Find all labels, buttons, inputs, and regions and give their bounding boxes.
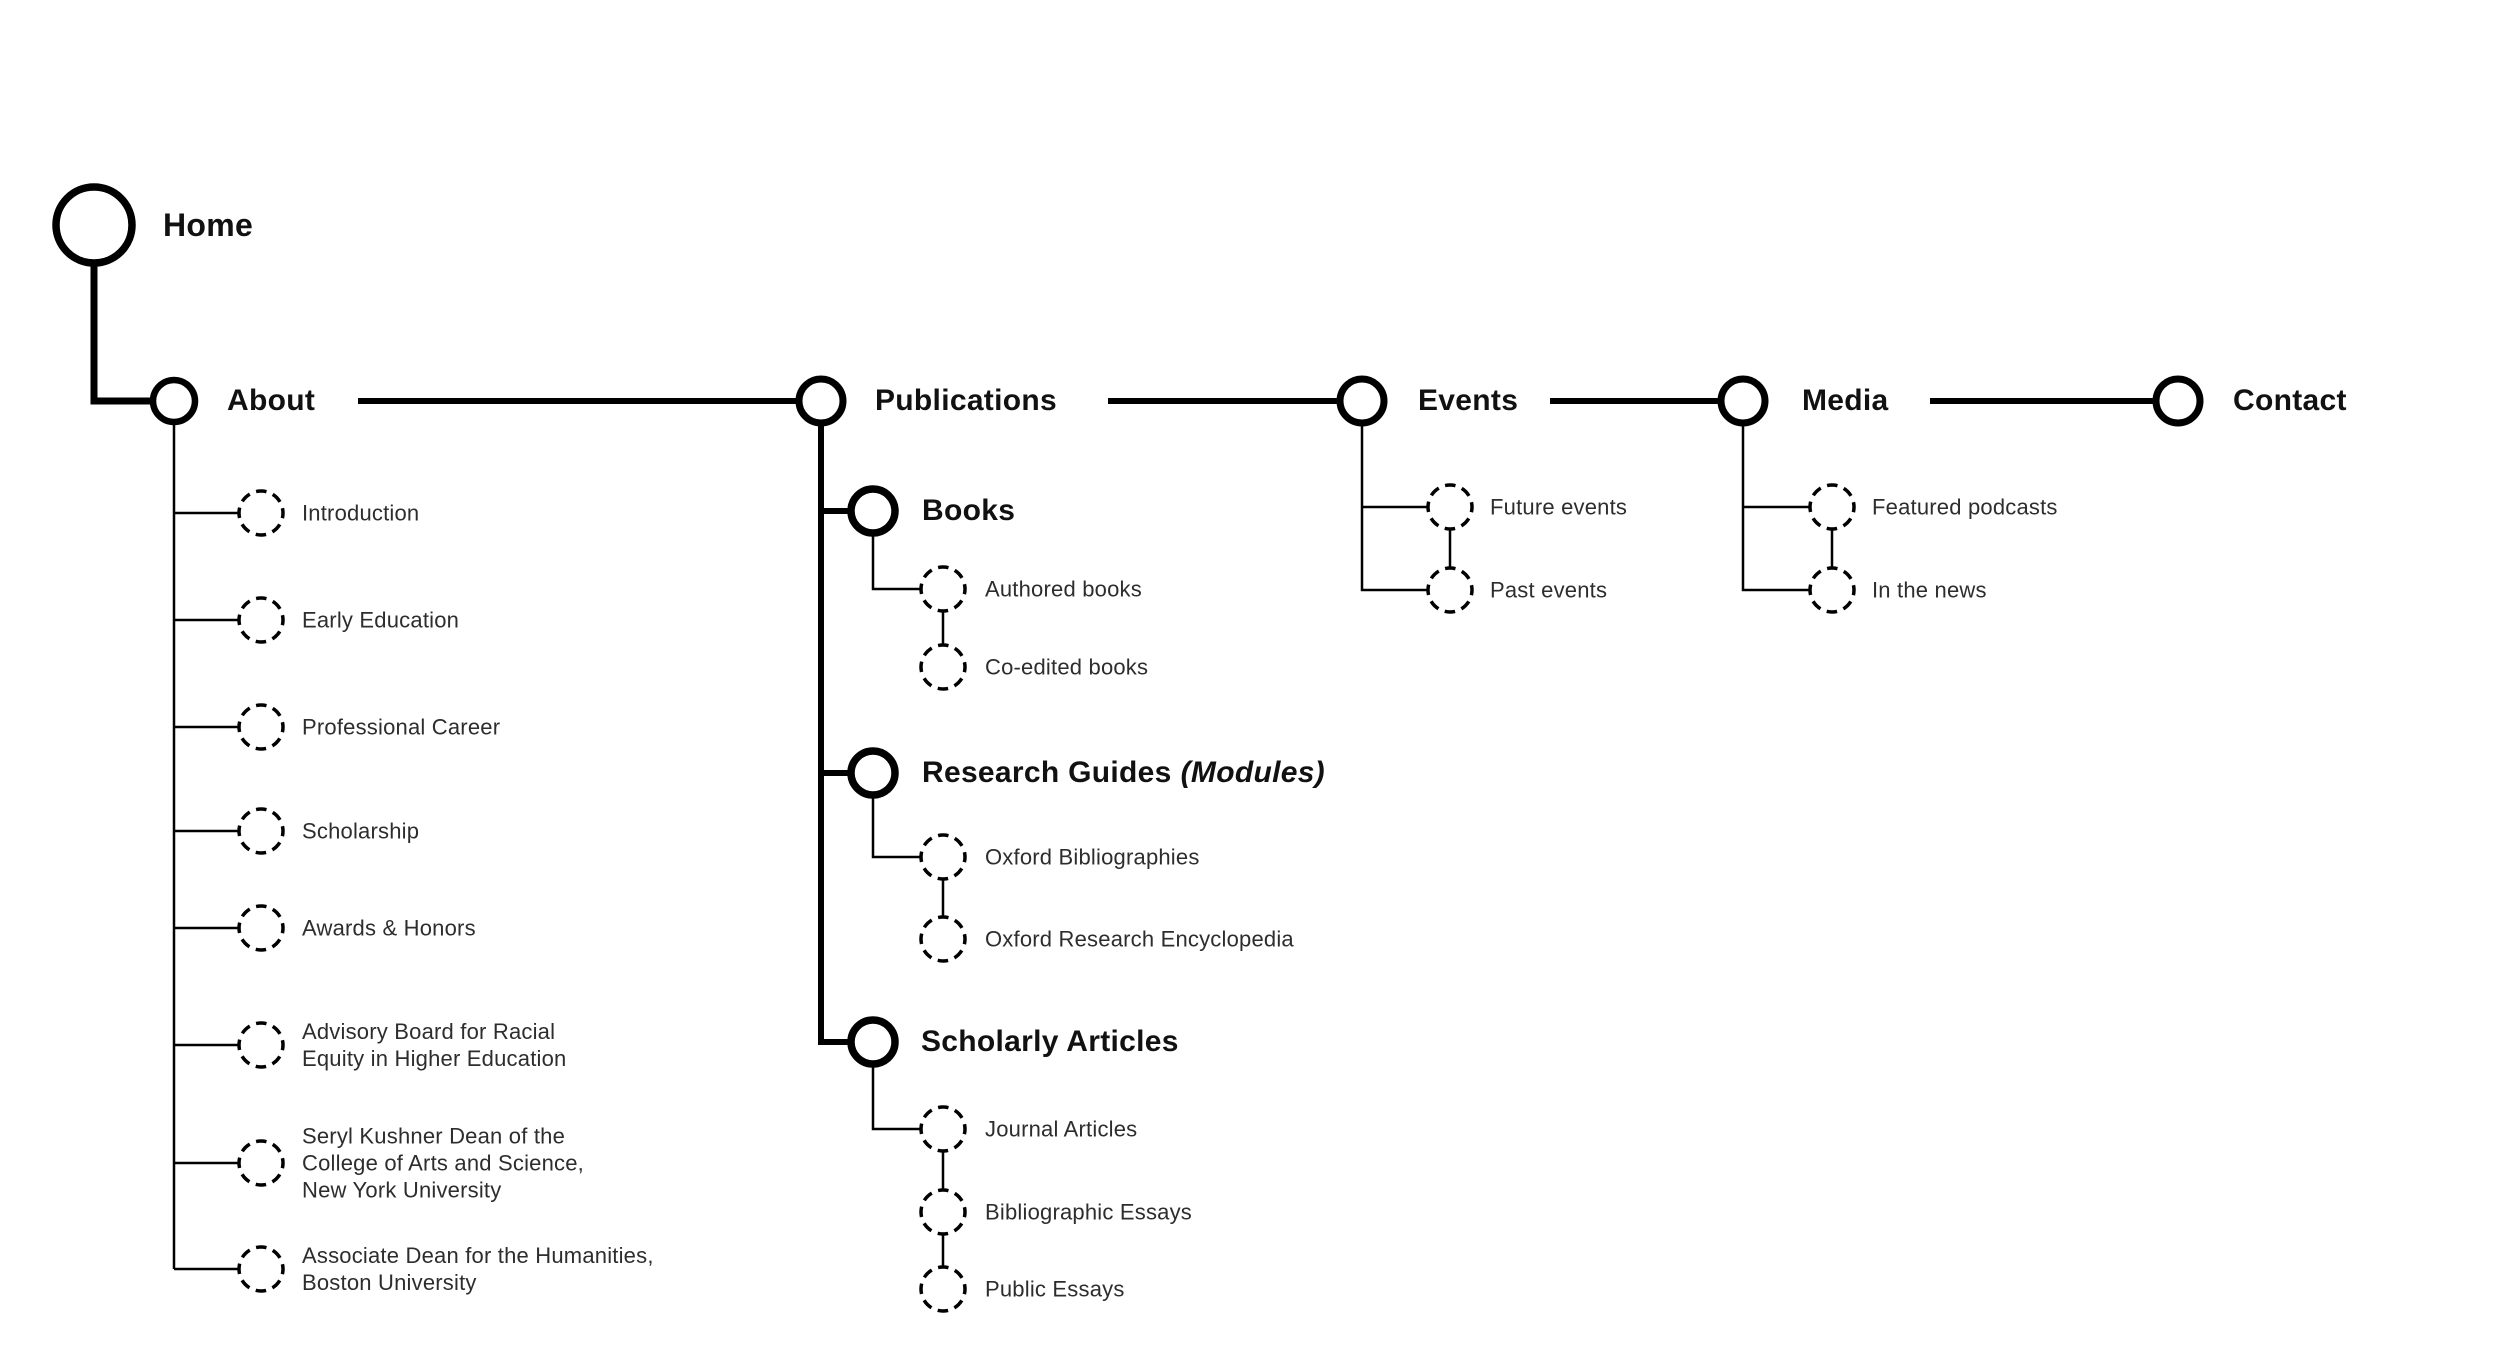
seryl-kushner-dean-label: Seryl Kushner Dean of the College of Art… — [302, 1123, 584, 1203]
about-node-circle — [149, 376, 199, 426]
advisory-board-node-circle — [237, 1021, 285, 1069]
home-connector-line — [90, 225, 151, 405]
seryl-kushner-dean-node-circle — [237, 1139, 285, 1187]
future-events-label: Future events — [1490, 494, 1628, 520]
media-node-circle — [1717, 375, 1769, 427]
advisory-board-label: Advisory Board for Racial Equity in High… — [302, 1019, 567, 1071]
scholarship-node-circle — [237, 807, 285, 855]
past-events-node-circle — [1426, 566, 1474, 614]
home-label: Home — [163, 207, 254, 243]
in-the-news-node-circle — [1808, 566, 1856, 614]
authored-books-node-circle — [919, 565, 967, 613]
introduction-label: Introduction — [302, 500, 420, 526]
journal-articles-node-circle — [919, 1105, 967, 1153]
past-events-label: Past events — [1490, 577, 1608, 603]
books-elbow-authored-books — [871, 511, 922, 591]
events-rail — [1360, 401, 1430, 592]
public-essays-node-circle — [919, 1265, 967, 1313]
scholarly-articles-node-circle — [847, 1016, 899, 1068]
home-node-circle — [52, 183, 136, 267]
media-label: Media — [1802, 384, 1889, 417]
co-edited-books-node-circle — [919, 643, 967, 691]
bibliographic-essays-label: Bibliographic Essays — [985, 1199, 1192, 1225]
events-label: Events — [1418, 384, 1519, 417]
publications-node-circle — [795, 375, 847, 427]
books-label: Books — [922, 494, 1016, 527]
bibliographic-essays-node-circle — [919, 1188, 967, 1236]
research-guides-node-circle — [847, 747, 899, 799]
professional-career-node-circle — [237, 703, 285, 751]
scholarly-articles-elbow-journal-articles — [871, 1042, 922, 1131]
research-guides-elbow-oxford-bibliographies — [871, 773, 922, 859]
authored-books-label: Authored books — [985, 576, 1142, 602]
scholarship-label: Scholarship — [302, 818, 420, 844]
featured-podcasts-label: Featured podcasts — [1872, 494, 2058, 520]
future-events-node-circle — [1426, 483, 1474, 531]
oxford-research-encyclopedia-node-circle — [919, 915, 967, 963]
associate-dean-node-circle — [237, 1245, 285, 1293]
leaf-circles — [237, 483, 1856, 1313]
contact-label: Contact — [2233, 384, 2347, 417]
publications-rail — [818, 401, 850, 1045]
media-rail — [1741, 401, 1812, 592]
early-education-node-circle — [237, 596, 285, 644]
introduction-node-circle — [237, 489, 285, 537]
early-education-label: Early Education — [302, 607, 460, 633]
associate-dean-label: Associate Dean for the Humanities, Bosto… — [302, 1243, 654, 1295]
featured-podcasts-node-circle — [1808, 483, 1856, 531]
oxford-research-encyclopedia-label: Oxford Research Encyclopedia — [985, 926, 1294, 952]
publications-label: Publications — [875, 384, 1057, 417]
about-label: About — [227, 384, 316, 417]
co-edited-books-label: Co-edited books — [985, 654, 1149, 680]
contact-node-circle — [2152, 375, 2204, 427]
events-node-circle — [1336, 375, 1388, 427]
research-guides-modules-label: (Modules) — [1180, 756, 1325, 789]
scholarly-articles-label: Scholarly Articles — [921, 1025, 1179, 1058]
oxford-bibliographies-label: Oxford Bibliographies — [985, 844, 1200, 870]
books-node-circle — [847, 485, 899, 537]
awards-honors-label: Awards & Honors — [302, 915, 476, 941]
research-guides-label: Research Guides — [922, 756, 1172, 789]
public-essays-label: Public Essays — [985, 1276, 1125, 1302]
oxford-bibliographies-node-circle — [919, 833, 967, 881]
in-the-news-label: In the news — [1872, 577, 1987, 603]
professional-career-label: Professional Career — [302, 714, 501, 740]
journal-articles-label: Journal Articles — [985, 1116, 1138, 1142]
awards-honors-node-circle — [237, 904, 285, 952]
research-guides-label-row: Research Guides(Modules) — [922, 756, 1325, 790]
